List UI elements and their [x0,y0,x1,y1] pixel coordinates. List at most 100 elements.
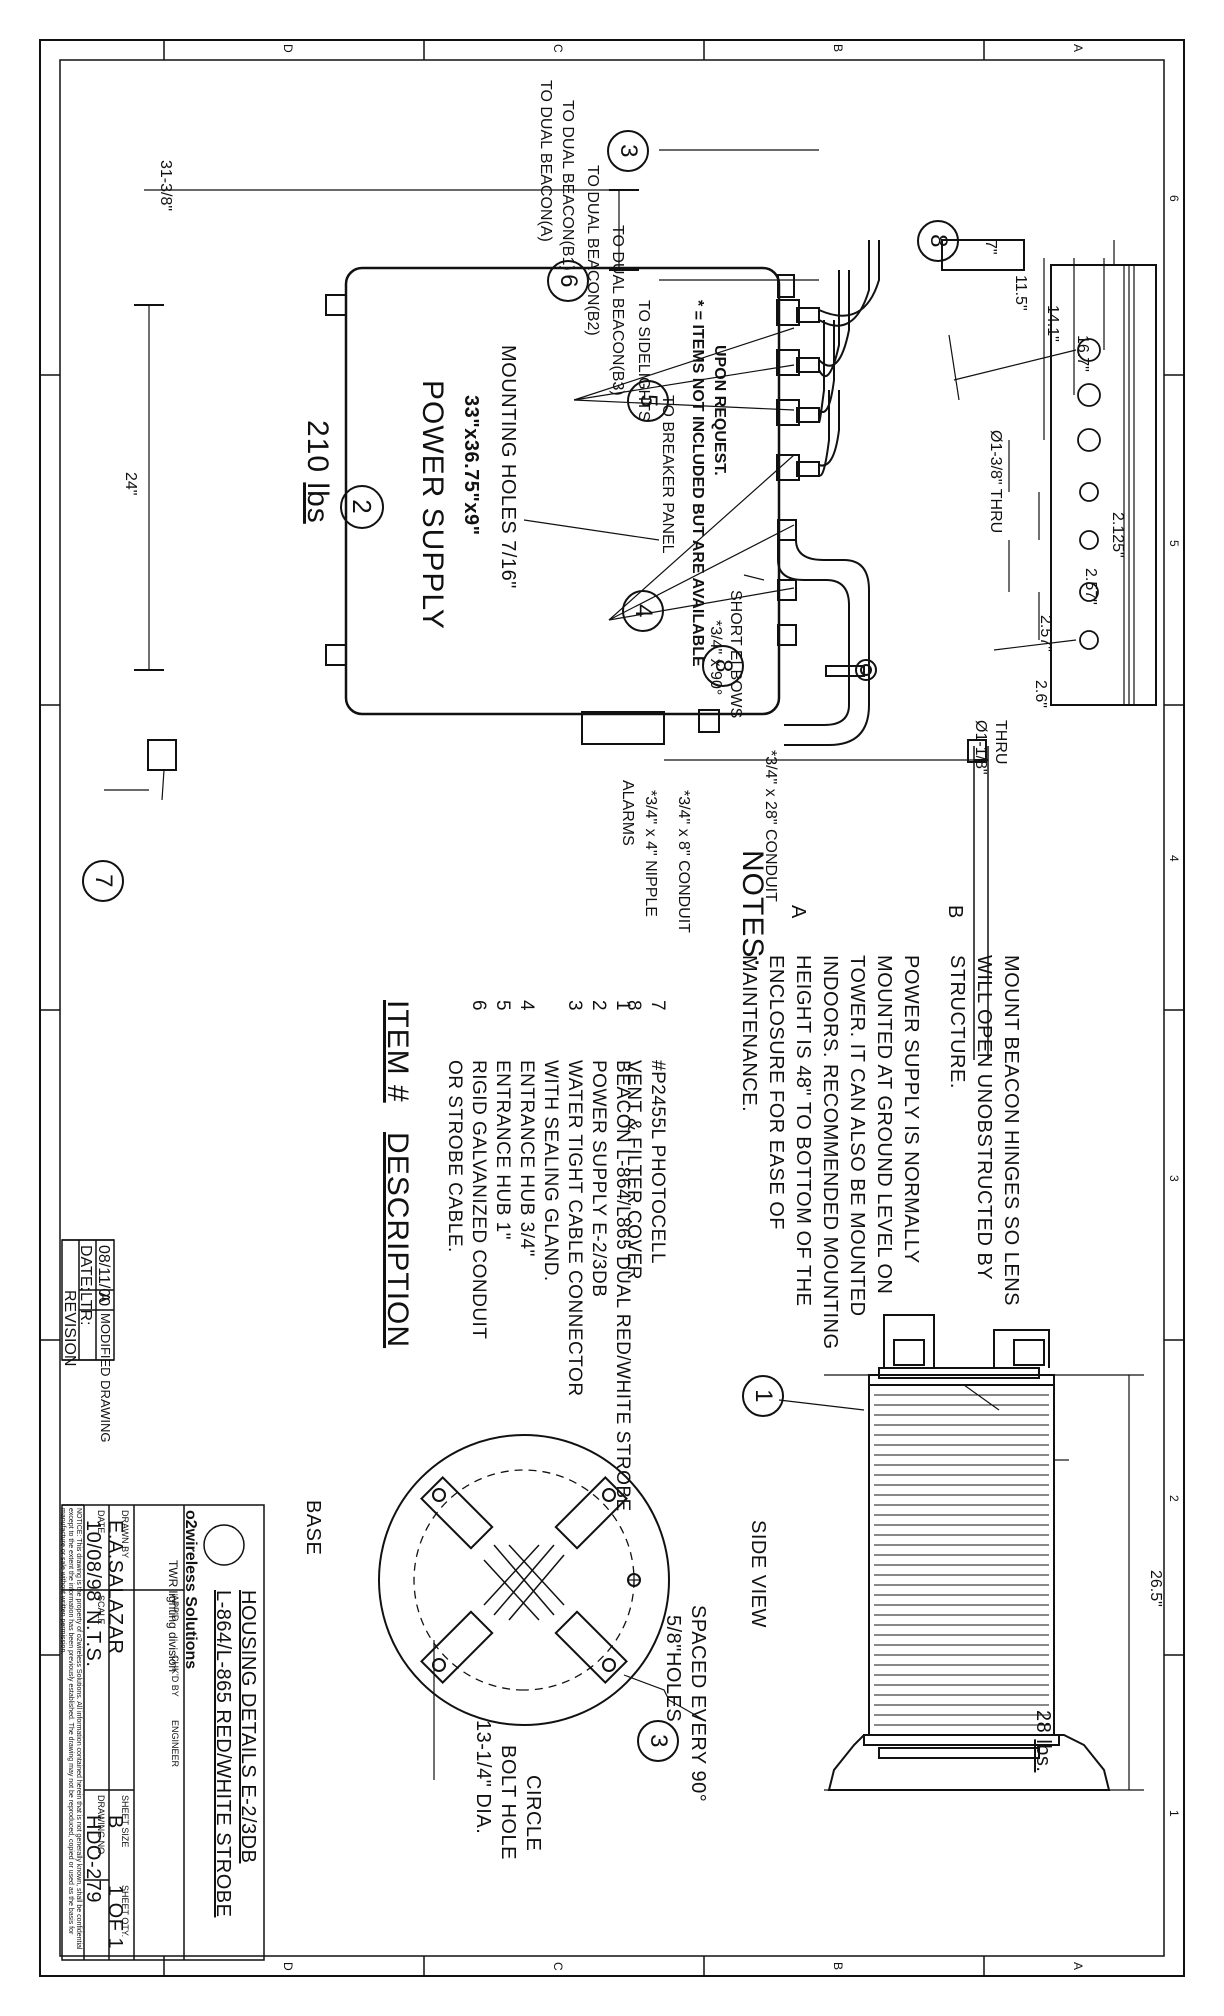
sheet-size: B [104,1815,126,1829]
beacon-base-view [378,1434,705,1780]
hole-dim-2-57-a: 2.57" [1082,568,1099,605]
header-description: DESCRIPTION [381,1132,414,1349]
zone-col-1: 1 [1167,1810,1181,1817]
route-beacon-b3: TO DUAL BEACON(B3) [609,225,626,396]
item-row-2: 2 POWER SUPPLY E-2/3DB [586,1000,610,1550]
revision-ltr: A [95,1292,112,1303]
holes-spacing-label-2: SPACED EVERY 90° [687,1605,709,1803]
hole-dim-14-1: 14.1" [1044,305,1061,342]
chkd-label: CHK'D BY [170,1655,180,1697]
item-row-5: 5 ENTRANCE HUB 1" [490,1000,514,1550]
route-beacon-a: TO DUAL BEACON(A) [537,80,554,242]
hole-small-label-1: Ø1-1/8" [972,720,989,775]
note-b-letter: B [944,905,966,919]
drawing-scale: N.T.S. [82,1610,104,1668]
hole-dim-2-125: 2.125" [1109,512,1126,558]
callout-7: 7 [82,860,124,902]
note-a-letter: A [787,905,809,919]
hole-circles [1077,338,1101,650]
power-supply-size: 33"x36.75"x9" [460,395,482,536]
zone-row-c: C [551,44,565,53]
power-supply-title: POWER SUPPLY [416,380,449,630]
notes-title: NOTES: [736,850,769,968]
zone-row-a-right: A [1071,1962,1085,1971]
holes-spacing-label-1: 5/8"HOLES [662,1615,684,1723]
bolt-circle-label-1: 13-1/4" DIA. [472,1720,494,1835]
item-row-7: 7 #P2455L PHOTOCELL [645,1000,669,1550]
entrance-hubs [776,299,820,646]
item-row-3: 3 WATER TIGHT CABLE CONNECTOR WITH SEALI… [538,1000,586,1550]
item-description: VENT & FILTER COVER [623,1060,644,1280]
item-description-line-2: OR STROBE CABLE. [444,1060,465,1253]
hole-dim-2-57-b: 2.57" [1037,615,1054,652]
company-name: o2wireless Solutions [182,1510,199,1670]
revision-block [61,1239,115,1361]
drawing-date: 10/08/98 [82,1520,104,1602]
drawing-title-2: L-864/L-865 RED/WHITE STROBE [212,1590,234,1918]
item-row-8: 8 VENT & FILTER COVER [621,1000,645,1550]
appd-label: APP'D [170,1595,180,1622]
dim-24: 24" [122,472,139,496]
sheet-qty: 1 OF 1 [104,1885,126,1950]
elbows-label-2: SHORT ELBOWS [727,590,744,719]
callout-3-top: 3 [607,130,649,172]
hole-dim-2-6: 2.6" [1032,680,1049,708]
zone-row-d: D [281,44,295,53]
power-supply-enclosure [344,266,781,716]
header-item-number: ITEM # [381,1000,414,1103]
item-row-4: 4 ENTRANCE HUB 3/4" [514,1000,538,1550]
drawing-number: HDO-279 [82,1815,104,1903]
note-b-text: MOUNT BEACON HINGES SO LENS WILL OPEN UN… [946,955,1022,1306]
confidentiality-notice: NOTICE: This drawing is the property of … [59,1508,82,1950]
items-table-body-2: 7 #P2455L PHOTOCELL 8 VENT & FILTER COVE… [621,1000,669,1550]
title-block [61,1504,265,1961]
zone-row-a: A [1071,44,1085,53]
dim-31-3-8: 31-3/8" [157,160,174,212]
revision-header-date: DATE: [77,1245,94,1291]
callout-4: 4 [622,590,664,632]
route-sidelights: TO SIDELIGHTS [635,300,652,422]
zone-row-c-right: C [551,1962,565,1971]
zone-col-4: 4 [1167,855,1181,862]
zone-col-2: 2 [1167,1495,1181,1502]
zone-row-d-right: D [281,1962,295,1971]
weight-unit: lbs [301,482,334,524]
zone-row-b-right: B [831,1962,845,1971]
dim-beacon-height: 26.5" [1147,1570,1164,1607]
item-description: ENTRANCE HUB 3/4" [516,1060,537,1257]
beacon-side-view [778,1314,1144,1791]
bolt-circle-label-3: CIRCLE [522,1775,544,1852]
drawing-title-1: HOUSING DETAILS E-2/3DB [237,1590,259,1864]
item-description: POWER SUPPLY E-2/3DB [588,1060,609,1298]
item-description: ENTRANCE HUB 1" [492,1060,513,1240]
item-description: WATER TIGHT CABLE CONNECTOR [564,1060,585,1397]
items-table-header: ITEM # DESCRIPTION [380,1000,414,1349]
cable-conduits [698,240,880,746]
callout-8-top: 8 [917,220,959,262]
hole-small-label-2: THRU [992,720,1009,765]
drawn-by: E.A.SALAZAR [104,1520,126,1655]
elbows-label-1: *3/4" x 90° [707,620,724,696]
hole-dim-16-7: 16.7" [1074,335,1091,372]
footnote-line-1: * = ITEMS NOT INCLUDED BUT ARE AVAILABLE [689,300,706,667]
callout-3-beacon: 3 [637,1720,679,1762]
item-description-line-2: WITH SEALING GLAND. [540,1060,561,1282]
hole-dim-7: 7" [982,240,999,255]
item-number: 7 [647,1000,668,1012]
hole-dim-11-5: 11.5" [1012,275,1029,311]
item-row-6: 6 RIGID GALVANIZED CONDUIT OR STROBE CAB… [442,1000,490,1550]
nipple-label: *3/4" x 4" NIPPLE [642,790,659,917]
revision-header-ltr: LTR: [77,1292,94,1326]
mounting-holes-label: MOUNTING HOLES 7/16" [497,345,519,589]
zone-col-6: 6 [1167,195,1181,202]
callout-1: 1 [742,1375,784,1417]
item-number: 2 [588,1000,609,1012]
zone-col-5: 5 [1167,540,1181,547]
beacon-weight-unit: lbs. [1032,1739,1054,1773]
route-beacon-b2: TO DUAL BEACON(B2) [584,165,601,336]
zone-col-3: 3 [1167,1175,1181,1182]
engineer-label: ENGINEER [170,1720,180,1768]
item-number: 3 [564,1000,585,1012]
weight-value: 210 [301,420,334,474]
items-table-body: 1 BEACON L-864/L865 DUAL RED/WHITE STROB… [424,1000,634,1550]
